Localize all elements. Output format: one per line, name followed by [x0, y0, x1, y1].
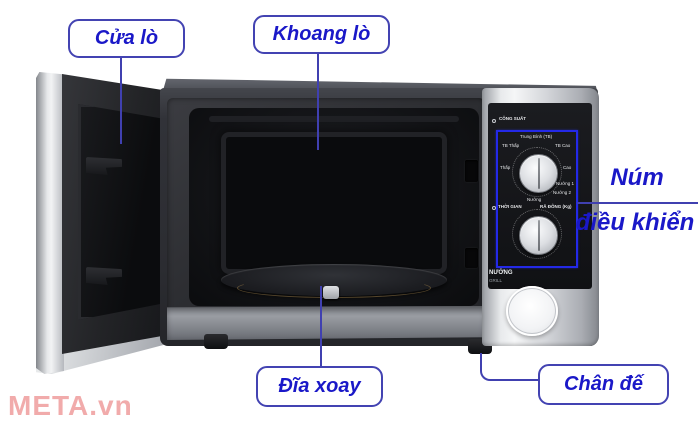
micro-power-icon	[492, 119, 496, 123]
power-level-med: Trung Bình (TB)	[520, 134, 553, 139]
power-level-high: Cao	[563, 165, 572, 170]
door-callout-line	[120, 58, 122, 144]
power-level-grill: Nướng	[527, 197, 542, 202]
grill-label-en: GRILL	[489, 278, 503, 283]
turntable-callout-line	[320, 286, 322, 366]
cavity-back-wall	[221, 132, 447, 274]
power-section-label: CÔNG SUẤT	[499, 116, 526, 121]
timer-section-label: THỜI GIAN	[498, 204, 522, 209]
latch-slot-bottom	[465, 248, 478, 268]
turntable-coupler	[323, 286, 339, 299]
foot-left	[204, 334, 228, 349]
latch-slot-top	[465, 160, 478, 182]
oven-cavity	[189, 108, 479, 306]
knob-callout-text-line1: Núm	[610, 164, 664, 191]
power-level-med-low: TB Thấp	[502, 143, 520, 148]
turntable-callout-label: Đĩa xoay	[256, 366, 383, 407]
power-knob-ticks	[512, 147, 562, 197]
door-callout-text: Cửa lò	[94, 27, 159, 49]
power-level-combi1: Nướng 1	[556, 181, 574, 186]
timer-knob-ticks	[512, 209, 562, 259]
power-knob	[519, 154, 558, 193]
knob-callout-text-line2: điều khiển	[575, 209, 695, 236]
timer-knob	[519, 216, 558, 255]
power-level-low: Thấp	[500, 165, 511, 170]
power-level-med-high: TB Cao	[555, 143, 571, 148]
base-callout-label: Chân đế	[538, 364, 669, 405]
turntable-callout-text: Đĩa xoay	[278, 375, 361, 397]
door-outer-edge	[36, 72, 64, 374]
defrost-section-label: RÃ ĐÔNG (Kg)	[540, 204, 572, 209]
door-open-button	[506, 286, 558, 336]
base-callout-text: Chân đế	[564, 373, 643, 395]
cavity-ceiling-vent	[209, 116, 459, 122]
power-level-combi2: Nướng 2	[553, 190, 571, 195]
cavity-callout-label: Khoang lò	[253, 15, 390, 54]
door-callout-label: Cửa lò	[68, 19, 185, 58]
panel-highlight-outline	[496, 130, 578, 268]
meta-vn-watermark: META.vn	[8, 390, 133, 421]
cavity-callout-line	[317, 54, 319, 150]
base-callout-line	[480, 353, 540, 381]
timer-icon	[492, 206, 496, 210]
cavity-callout-text: Khoang lò	[272, 23, 371, 45]
knob-callout-line	[577, 202, 698, 204]
grill-label-vi: NƯỚNG	[489, 269, 513, 276]
